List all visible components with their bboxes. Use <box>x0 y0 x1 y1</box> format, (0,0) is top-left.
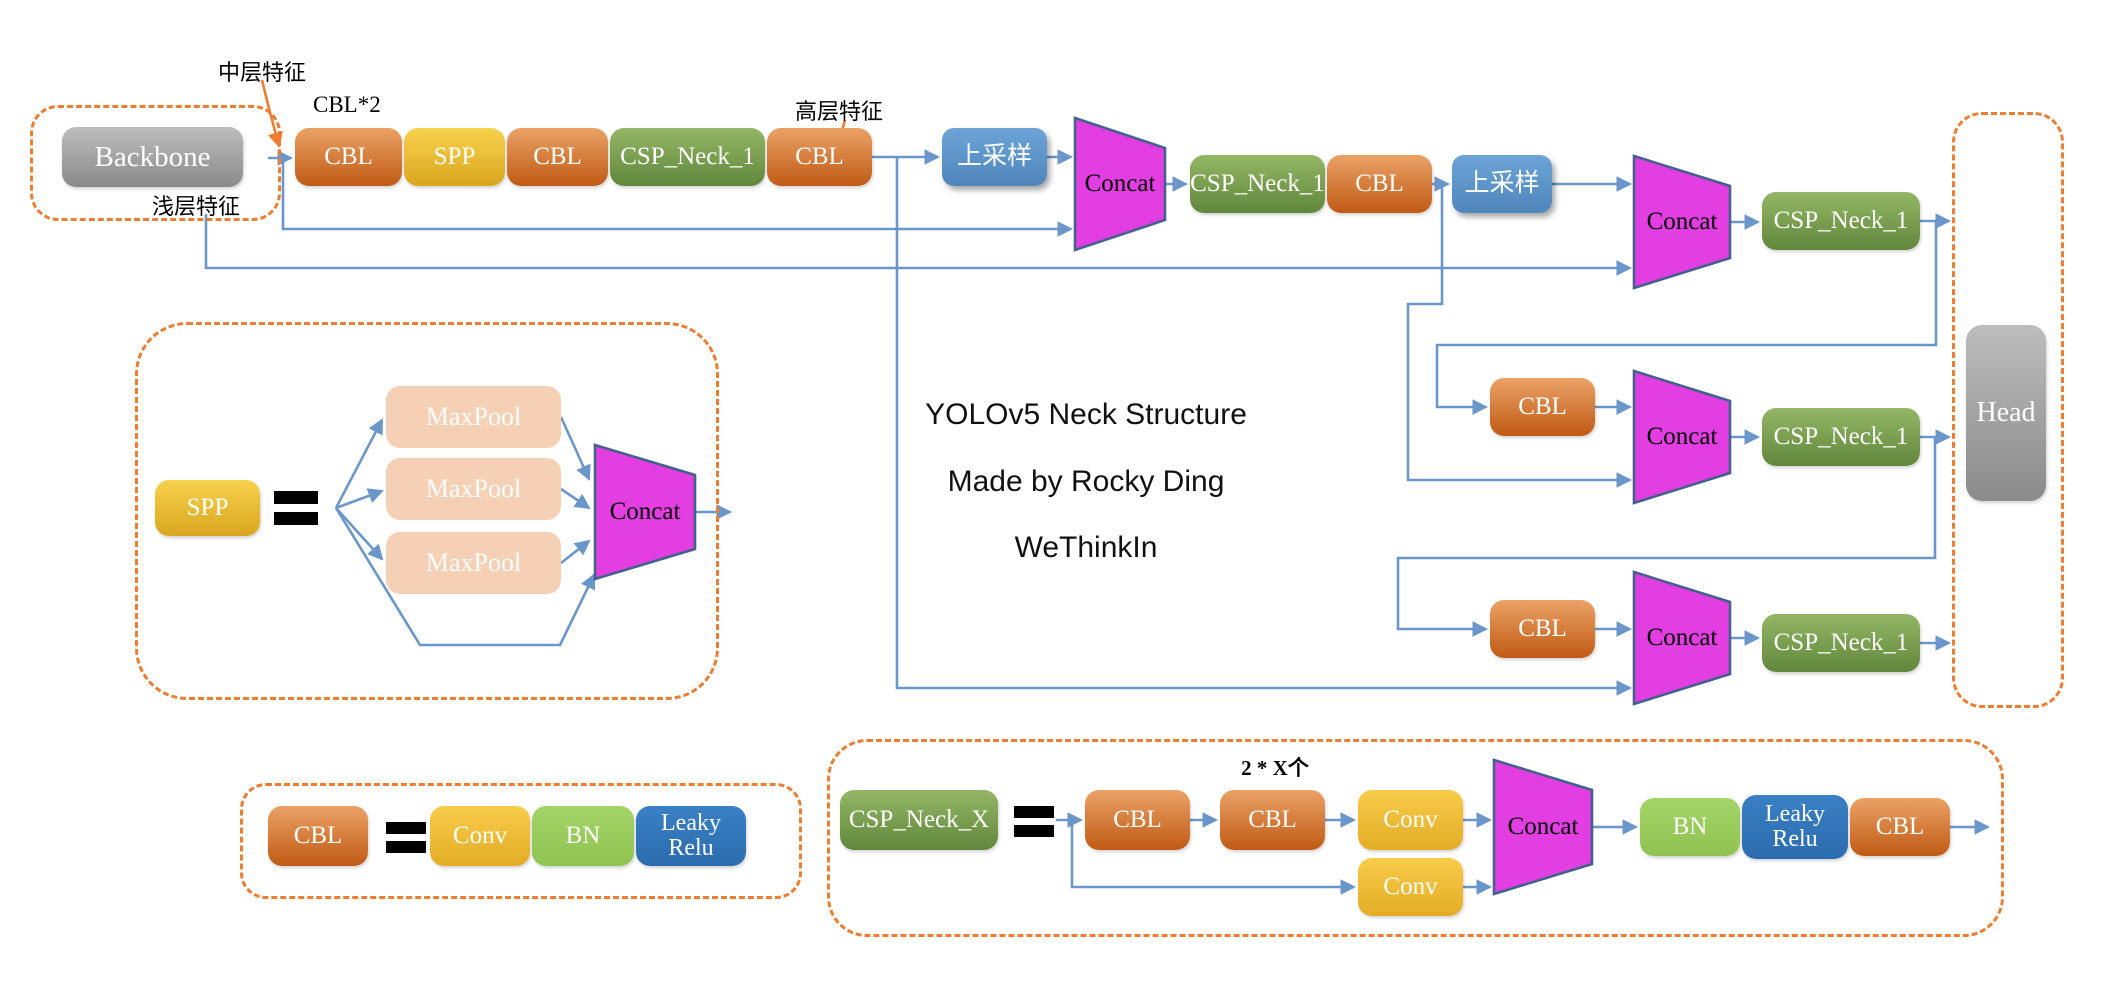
cbl-times-2-label: CBL*2 <box>313 92 381 117</box>
backbone-block: Backbone <box>62 127 243 187</box>
cbl-detail-dashed-box <box>240 783 802 899</box>
equals-icon-cspx <box>1014 806 1054 837</box>
concat-label-2: Concat <box>1646 208 1718 235</box>
bn-block-2: BN <box>1640 798 1740 856</box>
concat-label-spp: Concat <box>609 498 681 525</box>
upsample-block-2: 上采样 <box>1452 155 1552 213</box>
csp-neck-x-block: CSP_Neck_X <box>840 790 998 850</box>
leaky-relu-block-1: Leaky Relu <box>636 806 746 866</box>
cbl-block-4: CBL <box>1327 155 1432 213</box>
conv-block-2: Conv <box>1358 790 1463 850</box>
title-line-2: Made by Rocky Ding <box>947 465 1225 498</box>
csp-neck-1-block-5: CSP_Neck_1 <box>1762 614 1920 672</box>
csp-neck-x-detail-dashed-box <box>827 739 2004 937</box>
cbl-block-9: CBL <box>1850 798 1950 856</box>
mid-feature-label: 中层特征 <box>218 60 307 85</box>
csp-neck-1-block-4: CSP_Neck_1 <box>1762 408 1920 466</box>
maxpool-block-1: MaxPool <box>386 386 561 448</box>
head-block: Head <box>1966 325 2046 501</box>
leaky-relu-block-2: Leaky Relu <box>1742 795 1848 859</box>
csp-neck-1-block-3: CSP_Neck_1 <box>1762 192 1920 250</box>
concat-label-1: Concat <box>1084 170 1156 197</box>
spp-detail-dashed-box <box>135 322 719 700</box>
spp-detail-block: SPP <box>155 480 260 536</box>
upsample-block-1: 上采样 <box>942 128 1047 186</box>
cbl-block-7: CBL <box>1085 790 1190 850</box>
cbl-block-5: CBL <box>1490 378 1595 436</box>
concat-label-3: Concat <box>1646 423 1718 450</box>
cbl-block-2: CBL <box>507 128 608 186</box>
conv-block-1: Conv <box>430 806 530 866</box>
concat-label-4: Concat <box>1646 624 1718 651</box>
bn-block-1: BN <box>532 806 634 866</box>
concat-label-cspx: Concat <box>1507 813 1579 840</box>
high-feature-label: 高层特征 <box>795 99 884 124</box>
shallow-feature-label: 浅层特征 <box>152 194 241 219</box>
cbl-block-6: CBL <box>1490 600 1595 658</box>
cbl-block-1: CBL <box>295 128 402 186</box>
head-dashed-box <box>1952 112 2064 708</box>
backbone-dashed-box <box>30 105 281 221</box>
conv-block-3: Conv <box>1358 858 1463 916</box>
equals-icon-cbl <box>386 822 426 853</box>
spp-block: SPP <box>404 128 505 186</box>
cbl-detail-block: CBL <box>268 806 368 866</box>
maxpool-block-3: MaxPool <box>386 532 561 594</box>
maxpool-block-2: MaxPool <box>386 458 561 520</box>
cbl-block-3: CBL <box>767 128 872 186</box>
csp-neck-1-block-2: CSP_Neck_1 <box>1190 155 1325 213</box>
csp-neck-1-block-1: CSP_Neck_1 <box>610 128 765 186</box>
equals-icon-spp <box>274 491 318 525</box>
two-times-x-label: 2 * X个 <box>1241 756 1309 780</box>
title-line-1: YOLOv5 Neck Structure <box>925 398 1247 431</box>
cbl-block-8: CBL <box>1220 790 1325 850</box>
title-block: YOLOv5 Neck Structure Made by Rocky Ding… <box>900 398 1272 565</box>
title-line-3: WeThinkIn <box>1014 531 1158 564</box>
